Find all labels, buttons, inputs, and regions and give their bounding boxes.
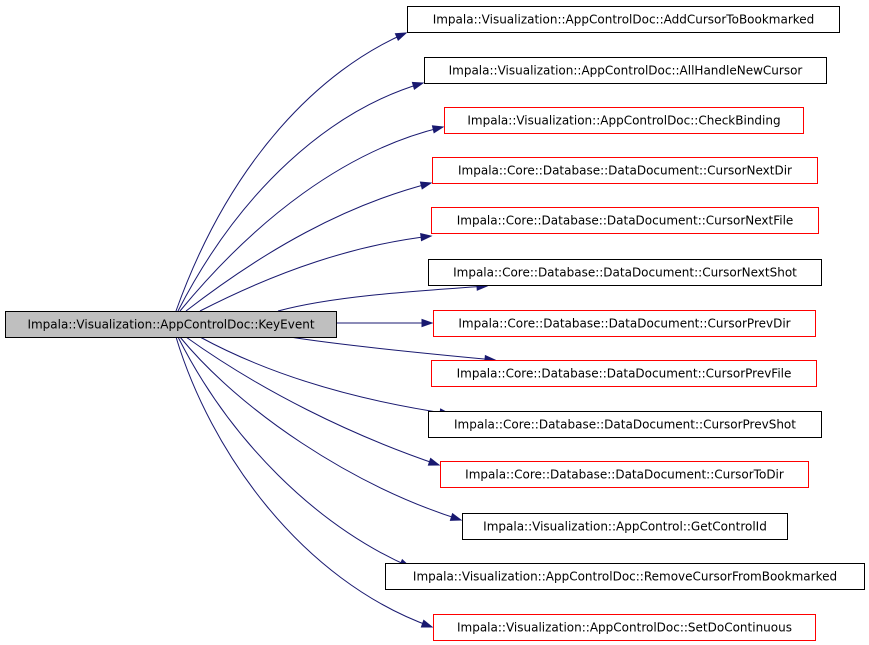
target-node-label: Impala::Core::Database::DataDocument::Cu… — [465, 468, 784, 482]
call-edge — [177, 82, 424, 312]
target-node-label: Impala::Visualization::AppControlDoc::Se… — [457, 621, 792, 635]
source-node[interactable]: Impala::Visualization::AppControlDoc::Ke… — [5, 311, 337, 338]
node-layer: Impala::Visualization::AppControlDoc::Ke… — [5, 6, 865, 641]
arrowhead — [427, 457, 441, 466]
target-node[interactable]: Impala::Visualization::AppControlDoc::Ad… — [407, 6, 840, 33]
target-node-label: Impala::Core::Database::DataDocument::Cu… — [454, 418, 796, 432]
call-edge — [179, 336, 462, 521]
call-edge — [199, 235, 432, 312]
target-node-box — [424, 57, 827, 84]
target-node[interactable]: Impala::Core::Database::DataDocument::Cu… — [440, 461, 809, 488]
arrowhead — [421, 318, 434, 328]
call-edge — [289, 336, 496, 361]
target-node[interactable]: Impala::Core::Database::DataDocument::Cu… — [433, 310, 816, 337]
target-node-box — [440, 461, 809, 488]
target-node-label: Impala::Core::Database::DataDocument::Cu… — [453, 266, 797, 280]
target-node[interactable]: Impala::Core::Database::DataDocument::Cu… — [428, 411, 822, 438]
arrowhead — [431, 125, 445, 134]
target-node-box — [431, 360, 817, 387]
target-node-box — [431, 207, 819, 234]
arrowhead — [394, 32, 408, 42]
call-edge — [175, 336, 433, 628]
target-node-label: Impala::Core::Database::DataDocument::Cu… — [458, 317, 790, 331]
call-edge — [185, 336, 440, 466]
target-node-box — [428, 411, 822, 438]
target-node-box — [432, 157, 818, 184]
call-edge — [185, 182, 432, 312]
call-edge — [277, 285, 488, 312]
target-node[interactable]: Impala::Visualization::AppControlDoc::Ch… — [444, 107, 804, 134]
target-node-box — [462, 513, 788, 540]
target-node[interactable]: Impala::Core::Database::DataDocument::Cu… — [431, 207, 819, 234]
arrowhead — [411, 81, 425, 90]
source-node-box — [5, 311, 337, 338]
target-node-box — [385, 563, 865, 590]
arrowhead — [449, 512, 463, 521]
arrowhead — [419, 181, 433, 190]
target-node[interactable]: Impala::Visualization::AppControlDoc::Re… — [385, 563, 865, 590]
target-node[interactable]: Impala::Core::Database::DataDocument::Cu… — [431, 360, 817, 387]
target-node[interactable]: Impala::Visualization::AppControlDoc::Al… — [424, 57, 827, 84]
arrowhead — [420, 233, 433, 242]
call-edge — [199, 336, 451, 415]
call-edge — [177, 336, 411, 568]
target-node-label: Impala::Visualization::AppControl::GetCo… — [483, 520, 767, 534]
target-node-box — [433, 310, 816, 337]
target-node-box — [428, 259, 822, 286]
target-node-box — [433, 614, 816, 641]
target-node[interactable]: Impala::Core::Database::DataDocument::Cu… — [428, 259, 822, 286]
source-node-label: Impala::Visualization::AppControlDoc::Ke… — [27, 318, 314, 332]
target-node-label: Impala::Visualization::AppControlDoc::Al… — [449, 64, 803, 78]
arrowhead — [420, 619, 434, 628]
target-node-label: Impala::Core::Database::DataDocument::Cu… — [458, 164, 792, 178]
target-node-box — [444, 107, 804, 134]
target-node-label: Impala::Visualization::AppControlDoc::Ad… — [433, 13, 815, 27]
target-node-label: Impala::Core::Database::DataDocument::Cu… — [457, 214, 794, 228]
target-node-box — [407, 6, 840, 33]
call-edge — [179, 126, 444, 312]
target-node-label: Impala::Visualization::AppControlDoc::Ch… — [467, 114, 780, 128]
target-node[interactable]: Impala::Core::Database::DataDocument::Cu… — [432, 157, 818, 184]
call-edge — [175, 32, 407, 312]
target-node[interactable]: Impala::Visualization::AppControl::GetCo… — [462, 513, 788, 540]
target-node[interactable]: Impala::Visualization::AppControlDoc::Se… — [433, 614, 816, 641]
target-node-label: Impala::Visualization::AppControlDoc::Re… — [413, 570, 837, 584]
target-node-label: Impala::Core::Database::DataDocument::Cu… — [457, 367, 792, 381]
